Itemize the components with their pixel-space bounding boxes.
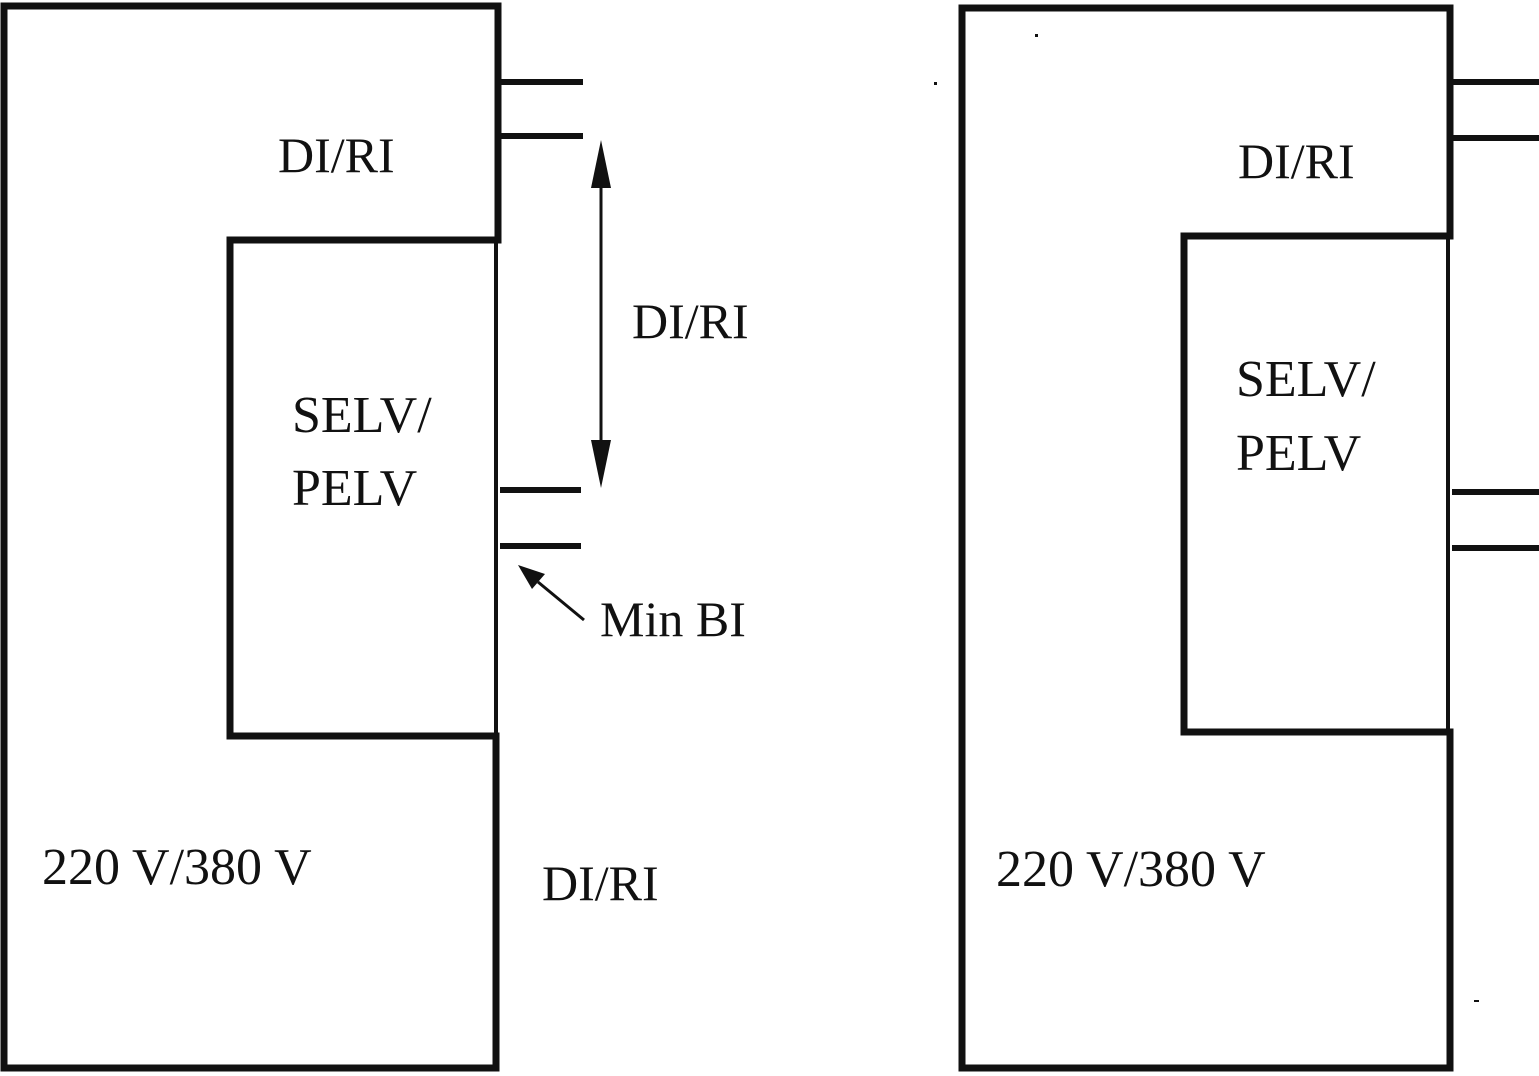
pointer-arrow-icon (518, 565, 585, 622)
left-outer-enclosure (0, 2, 502, 1072)
left-panel: DI/RI SELV/ PELV 220 V/380 V DI/RI Min B… (0, 2, 749, 1072)
right-inner-zone-label-line2: PELV (1236, 425, 1361, 482)
right-outer-enclosure (958, 4, 1454, 1072)
scan-specks (934, 34, 1479, 1002)
right-inner-zone-label-line1: SELV/ (1236, 351, 1376, 408)
min-bi-label: Min BI (600, 591, 746, 647)
right-top-zone-label: DI/RI (1238, 133, 1355, 189)
left-top-zone-label: DI/RI (278, 127, 395, 183)
double-arrow-icon (591, 140, 611, 488)
right-panel: DI/RI SELV/ PELV 220 V/380 V (958, 4, 1539, 1072)
left-bottom-zone-label: 220 V/380 V (42, 839, 312, 896)
left-inner-zone-label-line2: PELV (292, 460, 417, 517)
gap-label: DI/RI (632, 293, 749, 349)
right-bottom-zone-label: 220 V/380 V (996, 841, 1266, 898)
left-bottom-outside-label: DI/RI (542, 855, 659, 911)
left-inner-zone-label-line1: SELV/ (292, 387, 432, 444)
